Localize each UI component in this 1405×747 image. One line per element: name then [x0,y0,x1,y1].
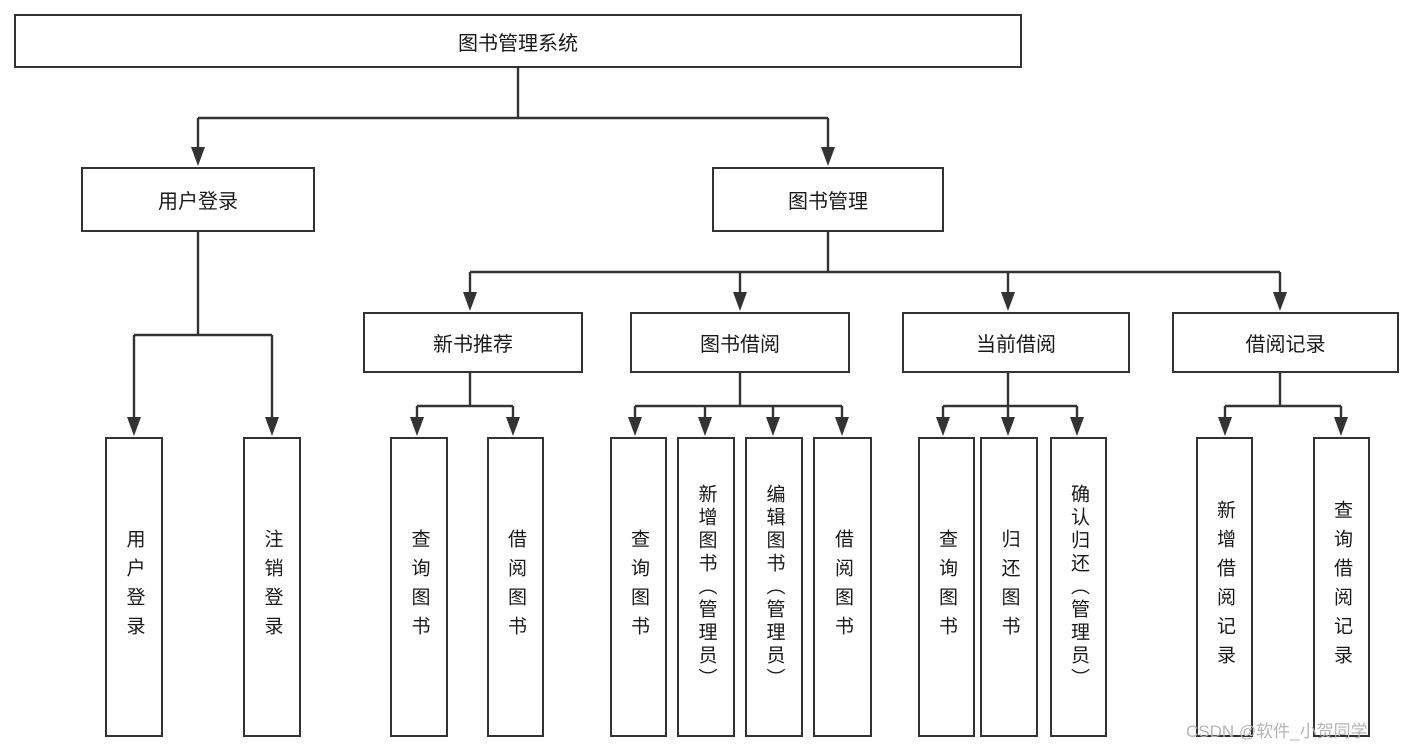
leaf-borrowing-query: 查询图书 [610,437,667,737]
leaf-current-confirm-admin-label: 确认归还（管理员） [1068,483,1089,691]
leaf-borrowing-borrow: 借阅图书 [813,437,872,737]
leaf-newbook-borrow: 借阅图书 [487,437,544,737]
leaf-borrowing-borrow-label: 借阅图书 [832,529,853,645]
leaf-user-login-label: 用户登录 [123,529,145,645]
node-root: 图书管理系统 [14,14,1022,68]
node-book-management: 图书管理 [712,167,944,232]
leaf-newbook-borrow-label: 借阅图书 [505,529,526,645]
arrowheads [127,147,1348,436]
node-new-book-recommend-label: 新书推荐 [433,334,513,356]
node-borrow-records: 借阅记录 [1172,312,1399,373]
csdn-watermark: CSDN @软件_小贺同学 [1186,722,1368,741]
leaf-current-return: 归还图书 [980,437,1038,737]
leaf-current-return-label: 归还图书 [998,529,1020,645]
leaf-borrowing-add-admin: 新增图书（管理员） [677,437,735,737]
leaf-borrowing-add-admin-label: 新增图书（管理员） [695,483,717,691]
node-current-borrowing: 当前借阅 [902,312,1130,373]
node-book-borrowing-label: 图书借阅 [700,334,780,356]
leaf-logout-label: 注销登录 [261,529,283,645]
leaf-borrowing-edit-admin: 编辑图书（管理员） [745,437,803,737]
node-book-management-label: 图书管理 [788,191,868,213]
leaf-current-confirm-admin: 确认归还（管理员） [1050,437,1107,737]
leaf-current-query: 查询图书 [918,437,975,737]
leaf-borrowing-edit-admin-label: 编辑图书（管理员） [763,483,785,691]
leaf-newbook-query: 查询图书 [390,437,448,737]
leaf-user-login: 用户登录 [105,437,163,737]
leaf-record-query: 查询借阅记录 [1313,437,1370,737]
node-new-book-recommend: 新书推荐 [363,312,583,373]
node-user-login: 用户登录 [81,167,315,232]
node-current-borrowing-label: 当前借阅 [976,334,1056,356]
node-book-borrowing: 图书借阅 [630,312,850,373]
leaf-logout: 注销登录 [243,437,301,737]
node-root-label: 图书管理系统 [458,32,578,55]
node-user-login-label: 用户登录 [158,191,238,213]
leaf-current-query-label: 查询图书 [936,529,957,645]
leaf-record-add-label: 新增借阅记录 [1214,500,1235,674]
leaf-borrowing-query-label: 查询图书 [628,529,649,645]
leaf-record-query-label: 查询借阅记录 [1331,500,1352,674]
leaf-record-add: 新增借阅记录 [1196,437,1253,737]
leaf-newbook-query-label: 查询图书 [408,529,430,645]
node-borrow-records-label: 借阅记录 [1245,334,1326,356]
